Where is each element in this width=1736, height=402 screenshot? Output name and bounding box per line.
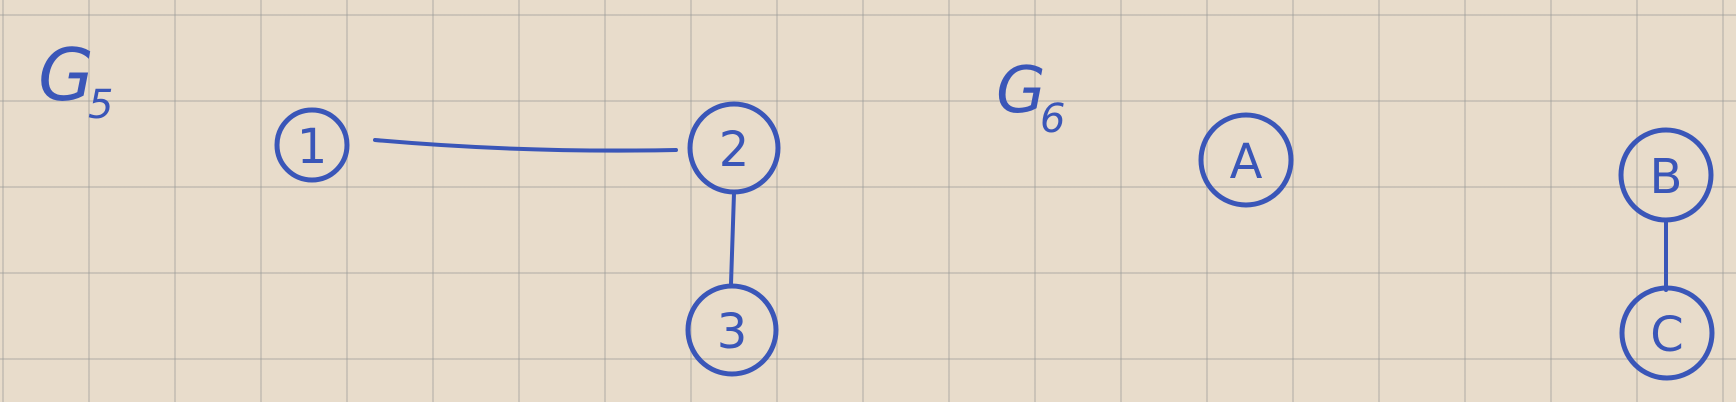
- node-b: B: [1618, 127, 1714, 223]
- node-2-label: 2: [719, 122, 750, 178]
- node-3: 3: [685, 283, 779, 377]
- edge-1-2: [373, 138, 678, 153]
- graph-label-g5-subscript: 5: [88, 82, 113, 128]
- node-3-label: 3: [717, 304, 748, 360]
- node-1: 1: [274, 107, 350, 183]
- node-c-label: C: [1650, 307, 1684, 363]
- edge-2-3: [729, 191, 736, 286]
- graph-label-g6: G 6: [996, 54, 1065, 142]
- node-c: C: [1619, 285, 1715, 381]
- node-1-label: 1: [297, 119, 328, 175]
- node-a-label: A: [1230, 134, 1263, 190]
- node-b-label: B: [1650, 149, 1683, 205]
- graph-label-g6-letter: G: [996, 54, 1046, 128]
- graph-label-g6-subscript: 6: [1040, 96, 1065, 142]
- node-a: A: [1198, 112, 1294, 208]
- node-2: 2: [687, 101, 781, 195]
- graph-label-g5: G 5: [38, 33, 113, 128]
- graph-label-g5-letter: G: [38, 33, 94, 117]
